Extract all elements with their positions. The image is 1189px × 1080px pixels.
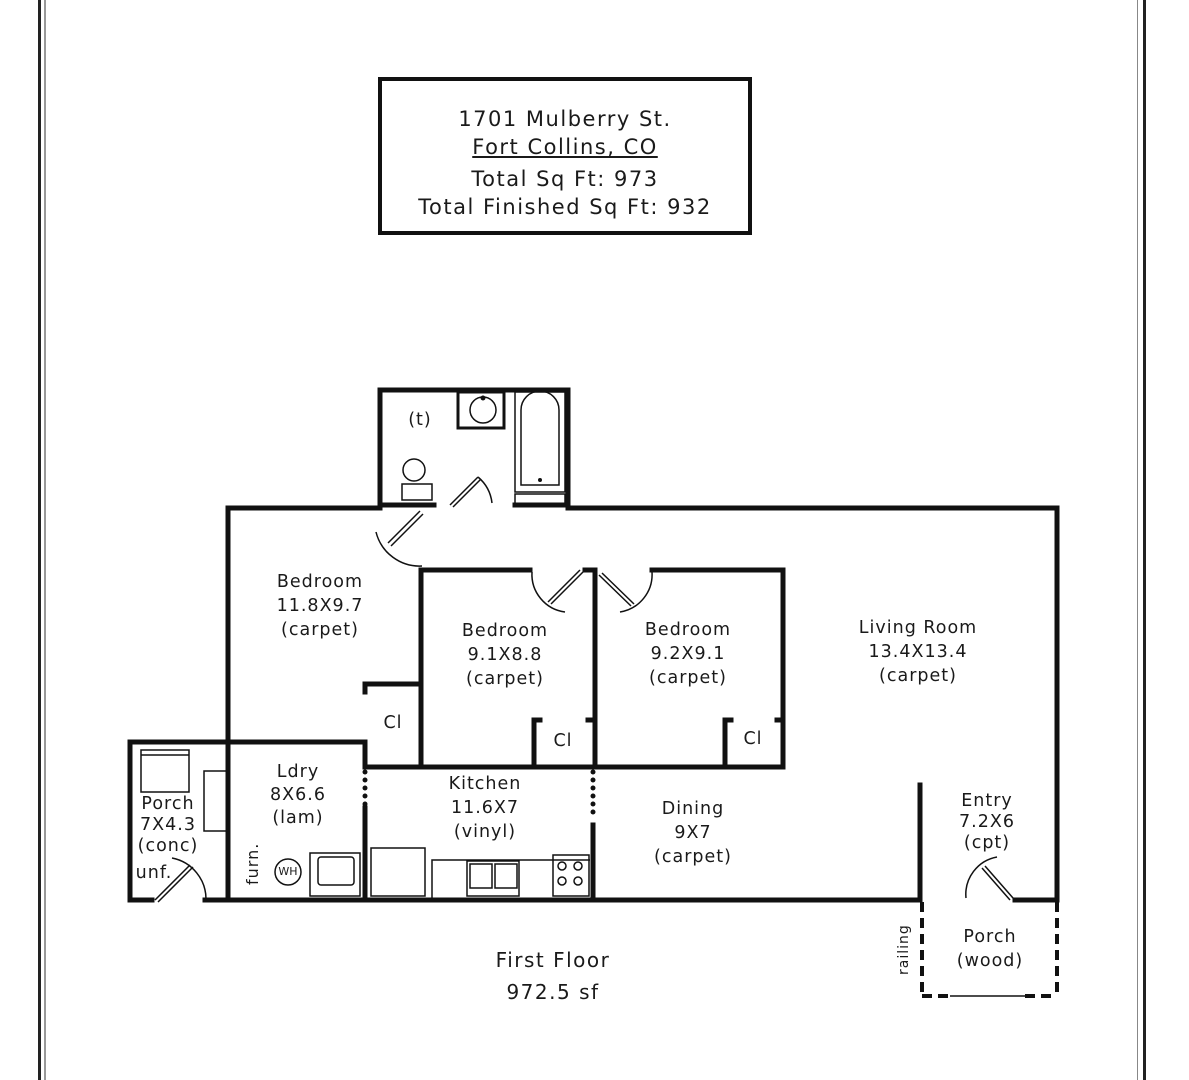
porch-bench-icon <box>140 749 229 832</box>
bedroom2-label: Bedroom 9.1X8.8 (carpet) <box>461 621 549 689</box>
washer-icon <box>309 852 361 897</box>
stove-icon <box>552 854 590 897</box>
laundry-label: Ldry 8X6.6 (lam) <box>270 762 326 828</box>
water-heater-label: WH <box>278 865 298 878</box>
page-border-right <box>1143 0 1146 1080</box>
living-room-label: Living Room 13.4X13.4 (carpet) <box>858 618 978 686</box>
bedroom3-label: Bedroom 9.2X9.1 (carpet) <box>644 620 732 688</box>
furnace-label: furn. <box>243 842 262 885</box>
bedroom1-label: Bedroom 11.8X9.7 (carpet) <box>276 572 364 640</box>
walls <box>127 387 1060 903</box>
refrigerator-icon <box>370 847 426 897</box>
laundry-appliances <box>274 852 361 897</box>
page-border-right-inner <box>1137 0 1138 1080</box>
title-block: 1701 Mulberry St. Fort Collins, CO Total… <box>378 77 752 235</box>
closet-label-2: Cl <box>553 731 573 751</box>
city: Fort Collins, CO <box>472 135 658 159</box>
kitchen-sink-icon <box>466 860 520 897</box>
sink-icon <box>456 390 506 430</box>
bath-label: (t) <box>408 410 432 430</box>
bathtub-icon <box>514 391 566 493</box>
unfinished-note: unf. <box>135 863 173 883</box>
page-border-left-inner <box>44 0 46 1080</box>
closet-label-1: Cl <box>383 713 403 733</box>
page-border-left <box>38 0 41 1080</box>
front-porch-outline <box>920 902 1059 998</box>
kitchen-label: Kitchen 11.6X7 (vinyl) <box>448 774 522 842</box>
entry-label: Entry 7.2X6 (cpt) <box>959 791 1015 853</box>
total-finished-sqft: Total Finished Sq Ft: 932 <box>418 195 712 219</box>
closet-label-3: Cl <box>743 729 763 749</box>
bath-fixtures <box>401 390 566 506</box>
water-heater-icon <box>274 858 302 886</box>
floor-area: 972.5 sf <box>506 980 600 1004</box>
toilet-icon <box>402 458 426 482</box>
back-porch-label: Porch 7X4.3 (conc) <box>137 794 199 856</box>
doors <box>154 476 1014 903</box>
floor-name: First Floor <box>495 948 611 972</box>
address: 1701 Mulberry St. <box>458 107 672 131</box>
total-sqft: Total Sq Ft: 973 <box>471 167 659 191</box>
floor-summary: First Floor 972.5 sf <box>496 944 611 1008</box>
railing-label: railing <box>896 924 912 975</box>
front-porch-label: Porch (wood) <box>956 927 1024 971</box>
kitchen-dotted-boundaries <box>362 769 596 815</box>
kitchen-fixtures <box>370 847 590 898</box>
dining-label: Dining 9X7 (carpet) <box>654 799 732 867</box>
